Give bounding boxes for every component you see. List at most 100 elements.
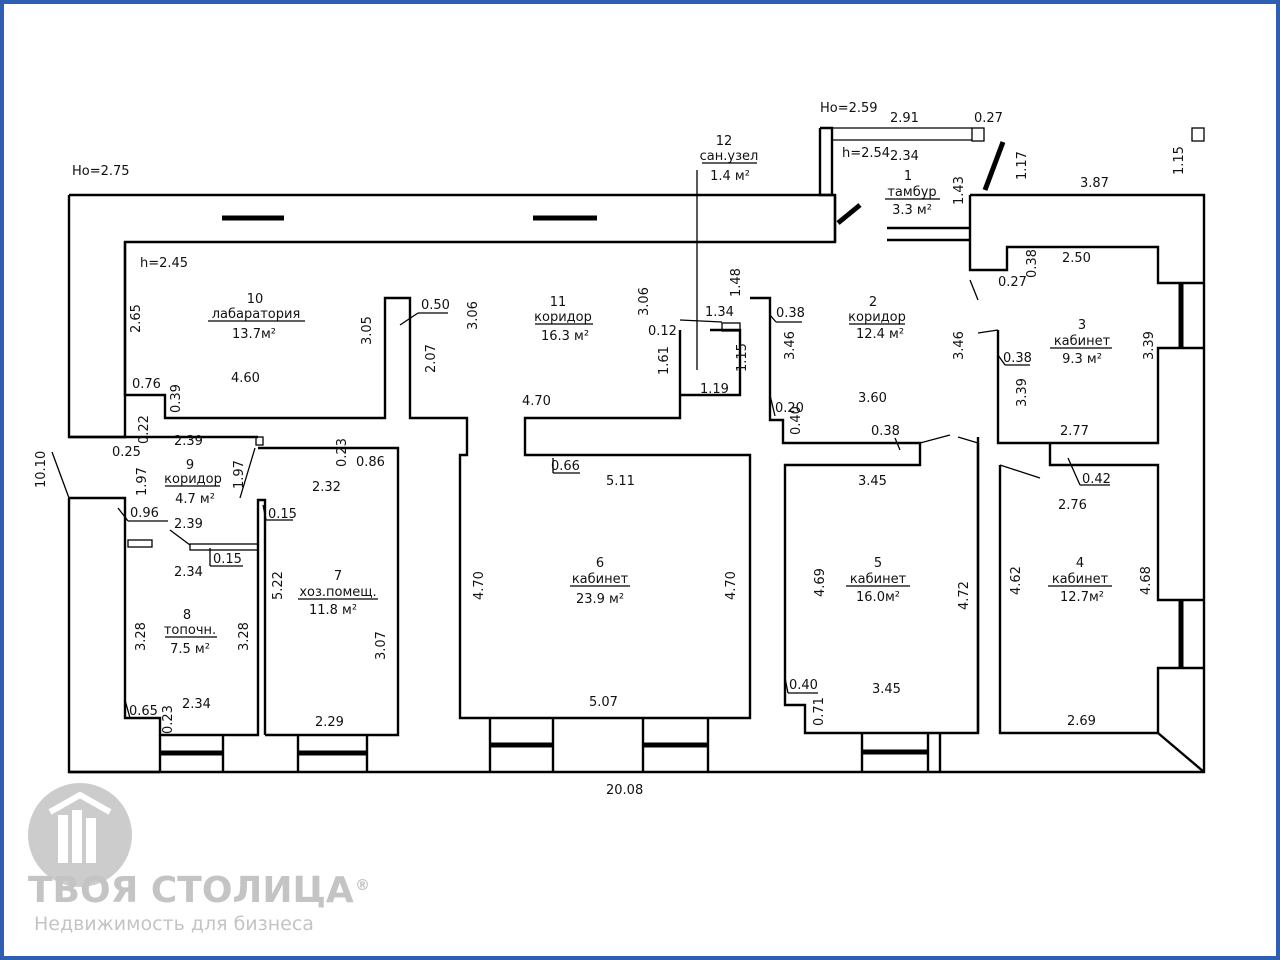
dim: 3.39 [1142, 331, 1157, 360]
room-7-number: 7 [334, 569, 342, 584]
dim: 1.97 [232, 460, 247, 489]
room-8-name: топочн. [164, 623, 216, 638]
room-6-name: кабинет [572, 572, 629, 587]
leader [262, 504, 267, 521]
leader [679, 319, 723, 323]
room-2-area: 12.4 м² [856, 327, 904, 342]
room-10-area: 13.7м² [232, 327, 276, 342]
dim: 0.39 [169, 384, 184, 413]
dim: 1.15 [1172, 146, 1187, 175]
dim: 2.07 [424, 344, 439, 373]
room-1-area: 3.3 м² [892, 203, 932, 218]
column [971, 127, 985, 142]
wall-room-12 [750, 296, 980, 735]
room-4-number: 4 [1076, 556, 1084, 571]
height-labels: Ho=2.75 Ho=2.59 h=2.54 h=2.45 [72, 101, 890, 271]
wall-vestibule [818, 126, 834, 197]
dim: 0.71 [812, 697, 827, 726]
room-1-name: тамбур [887, 185, 936, 200]
room-10-number: 10 [247, 292, 264, 307]
dim: 5.22 [271, 571, 286, 600]
door [51, 451, 70, 499]
room-11-number: 11 [550, 295, 567, 310]
dim: 5.07 [589, 695, 618, 710]
dim: 1.15 [735, 343, 750, 372]
room-5-name: кабинет [850, 572, 907, 587]
dim: 0.86 [356, 455, 385, 470]
dim: 0.66 [551, 459, 580, 474]
leader [784, 677, 789, 694]
door-leaf [836, 203, 862, 225]
room-5-area: 16.0м² [856, 590, 900, 605]
height-label-main-h: h=2.45 [140, 256, 188, 271]
dim: 4.60 [231, 371, 260, 386]
doors [51, 170, 1041, 551]
room-3-name: кабинет [1054, 334, 1111, 349]
height-label-vestibule-h: h=2.54 [842, 146, 890, 161]
wall-stub [127, 539, 153, 548]
room-3-number: 3 [1078, 318, 1086, 333]
room-7-area: 11.8 м² [309, 603, 357, 618]
dim: 3.87 [1080, 176, 1109, 191]
dim: 20.08 [606, 783, 643, 798]
room-12-name: сан.узел [700, 149, 759, 164]
room-10-name: лабаратория [212, 307, 301, 322]
outer-wall-top-right [940, 193, 1206, 774]
dim: 0.38 [871, 424, 900, 439]
door [919, 434, 951, 444]
dim: 1.61 [657, 346, 672, 375]
room-8-number: 8 [183, 608, 191, 623]
dim: 0.12 [648, 324, 677, 339]
dim: 3.28 [237, 622, 252, 651]
door [969, 279, 979, 301]
wall-room-3 [968, 195, 1204, 285]
dim: 1.48 [729, 268, 744, 297]
column [1191, 127, 1205, 142]
room-12-number: 12 [716, 134, 733, 149]
door-leaf [982, 141, 1006, 191]
dim: 0.38 [1025, 249, 1040, 278]
room-9-number: 9 [186, 458, 194, 473]
dim: 0.23 [335, 438, 350, 467]
dim: 2.34 [174, 565, 203, 580]
dim: 2.32 [312, 480, 341, 495]
height-label-main: Ho=2.75 [72, 164, 130, 179]
wall-stub [255, 436, 264, 446]
dim: 2.34 [182, 697, 211, 712]
leader [124, 699, 131, 719]
room-9-name: коридор [164, 472, 222, 487]
room-4-area: 12.7м² [1060, 590, 1104, 605]
wall-stub [721, 322, 741, 332]
door [977, 329, 999, 334]
windows [160, 141, 1184, 756]
dim: 2.77 [1060, 424, 1089, 439]
dim: 0.50 [421, 298, 450, 313]
dim: 0.42 [1082, 472, 1111, 487]
dim: 0.22 [137, 415, 152, 444]
door [999, 464, 1041, 479]
dim: 2.69 [1067, 714, 1096, 729]
watermark-logo-icon [28, 783, 132, 887]
leader [894, 437, 901, 451]
dim: 1.17 [1015, 151, 1030, 180]
dim: 0.96 [130, 506, 159, 521]
dim: 2.91 [890, 111, 919, 126]
watermark-brand: ТВОЯ СТОЛИЦА [28, 870, 354, 911]
leader [769, 314, 777, 323]
dim: 3.28 [134, 622, 149, 651]
dim: 4.72 [957, 581, 972, 610]
dim: 0.76 [132, 377, 161, 392]
dim: 0.20 [775, 401, 804, 416]
dim: 10.10 [34, 451, 49, 488]
dim: 3.46 [952, 331, 967, 360]
dim: 4.70 [522, 394, 551, 409]
dim: 3.05 [360, 316, 375, 345]
dim: 0.15 [268, 507, 297, 522]
wall-stub [189, 543, 259, 551]
room-12-area: 1.4 м² [710, 169, 750, 184]
dim: 2.65 [129, 304, 144, 333]
dim: 4.70 [724, 571, 739, 600]
dim: 2.76 [1058, 498, 1087, 513]
